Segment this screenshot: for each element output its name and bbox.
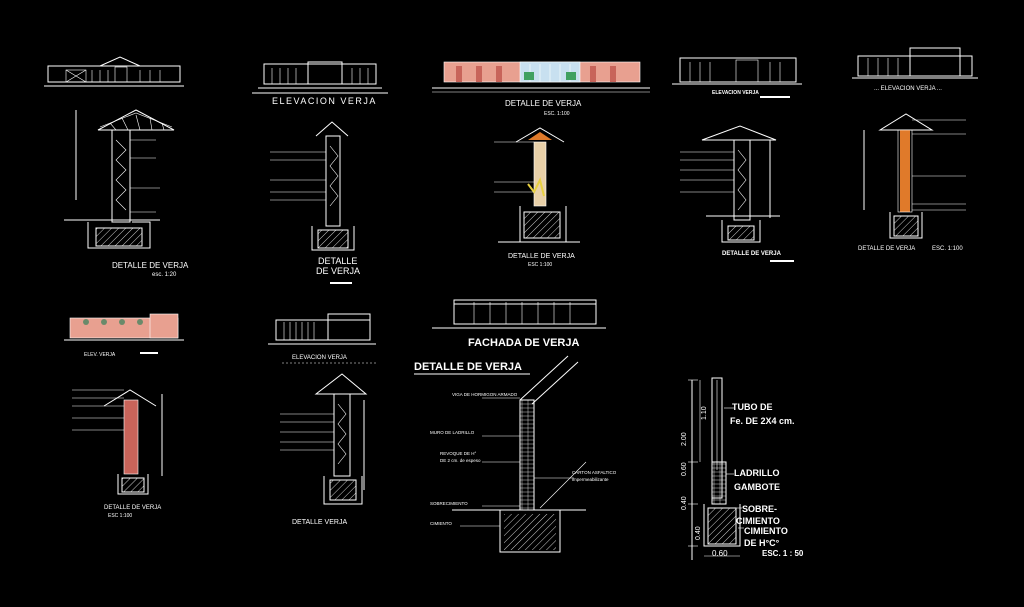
label-tubo-2: Fe. DE 2X4 cm.	[730, 416, 795, 426]
detail-3-title: DETALLE DE VERJA	[508, 253, 575, 260]
elevation-2: ELEVACION VERJA	[252, 61, 388, 106]
label-ladrillo-2: GAMBOTE	[734, 482, 780, 492]
elevation-row2-2-title: ELEVACION VERJA	[292, 355, 347, 361]
dim-low: 0.40	[681, 496, 688, 510]
dim-base: 0.40	[695, 526, 702, 540]
elevation-row2-2: ELEVACION VERJA	[268, 313, 376, 364]
detail-1: DETALLE DE VERJA esc. 1:20	[64, 109, 189, 278]
note-muro: MURO DE LADRILLO	[430, 430, 475, 435]
detail-4: DETALLE DE VERJA	[680, 125, 794, 262]
detail-4-title: DETALLE DE VERJA	[722, 251, 782, 257]
label-sobre-2: CIMIENTO	[736, 516, 780, 526]
detail-row2-2: DETALLE VERJA	[280, 373, 368, 526]
detail-2: DETALLE DE VERJA	[270, 121, 360, 284]
label-cimiento-1: CIMIENTO	[744, 526, 788, 536]
dim-total: 2.00	[681, 432, 688, 446]
elevation-row2-1: ELEV. VERJA	[64, 313, 184, 358]
detail-row2-1: DETALLE DE VERJA ESC 1:100	[72, 389, 163, 519]
note-cimiento: CIMIENTO	[430, 521, 452, 526]
elevation-2-title: ELEVACION VERJA	[272, 96, 377, 106]
detalle-top-scale: ESC. 1:100	[544, 111, 570, 117]
detail-row2-1-title: DETALLE DE VERJA	[104, 505, 161, 511]
section-scale: ESC. 1 : 50	[762, 549, 804, 558]
dim-mid: 0.60	[681, 462, 688, 476]
label-ladrillo-1: LADRILLO	[734, 468, 780, 478]
detail-2-title-line2: DE VERJA	[316, 266, 360, 276]
elevation-5-title: ... ELEVACION VERJA ...	[874, 86, 942, 92]
elevation-row2-1-title: ELEV. VERJA	[84, 352, 116, 358]
label-tubo-1: TUBO DE	[732, 402, 773, 412]
detail-5: DETALLE DE VERJA ESC. 1:100	[858, 113, 966, 252]
section-detail: 2.00 1.10 0.60 0.40 0.40 0.60 TUBO DE Fe…	[681, 377, 804, 560]
elevation-1	[44, 56, 184, 87]
note-viga: VIGA DE HORMIGON ARMADO	[452, 392, 518, 397]
elevation-3-colored: DETALLE DE VERJA ESC. 1:100	[432, 61, 650, 117]
detail-1-title: DETALLE DE VERJA	[112, 261, 189, 270]
dim-top: 1.10	[701, 406, 708, 420]
detail-1-scale: esc. 1:20	[152, 272, 177, 278]
label-sobre-1: SOBRE-	[742, 504, 777, 514]
detail-3: DETALLE DE VERJA ESC 1:100	[494, 127, 580, 268]
label-cimiento-2: DE H°C°	[744, 538, 780, 548]
detail-3-scale: ESC 1:100	[528, 262, 552, 268]
note-sobrecimiento: SOBRECIMIENTO	[430, 501, 468, 506]
fachada-de-verja: FACHADA DE VERJA	[432, 299, 606, 349]
note-carton: CARTON ASFALTICO	[572, 470, 617, 475]
note-carton-2: impermeabilizante	[572, 477, 609, 482]
detail-5-scale: ESC. 1:100	[932, 246, 963, 252]
detail-row2-1-scale: ESC 1:100	[108, 513, 132, 519]
detail-row2-2-title: DETALLE VERJA	[292, 519, 347, 526]
dim-width: 0.60	[712, 549, 728, 558]
detail-2-title-line1: DETALLE	[318, 256, 357, 266]
note-revoque: REVOQUE DE H°	[440, 451, 477, 456]
detail-5-title: DETALLE DE VERJA	[858, 246, 915, 252]
detail-main-title: DETALLE DE VERJA	[414, 361, 522, 373]
detail-main: DETALLE DE VERJA VIGA DE HORMIGON ARMADO…	[414, 355, 617, 553]
detalle-top-title: DETALLE DE VERJA	[505, 99, 582, 108]
elevation-4: ELEVACION VERJA	[672, 57, 802, 98]
note-revoque-2: DE 2 cm. de espeso	[440, 458, 481, 463]
fachada-title: FACHADA DE VERJA	[468, 337, 579, 349]
elevation-5: ... ELEVACION VERJA ...	[852, 47, 978, 92]
elevation-4-title: ELEVACION VERJA	[712, 90, 759, 96]
